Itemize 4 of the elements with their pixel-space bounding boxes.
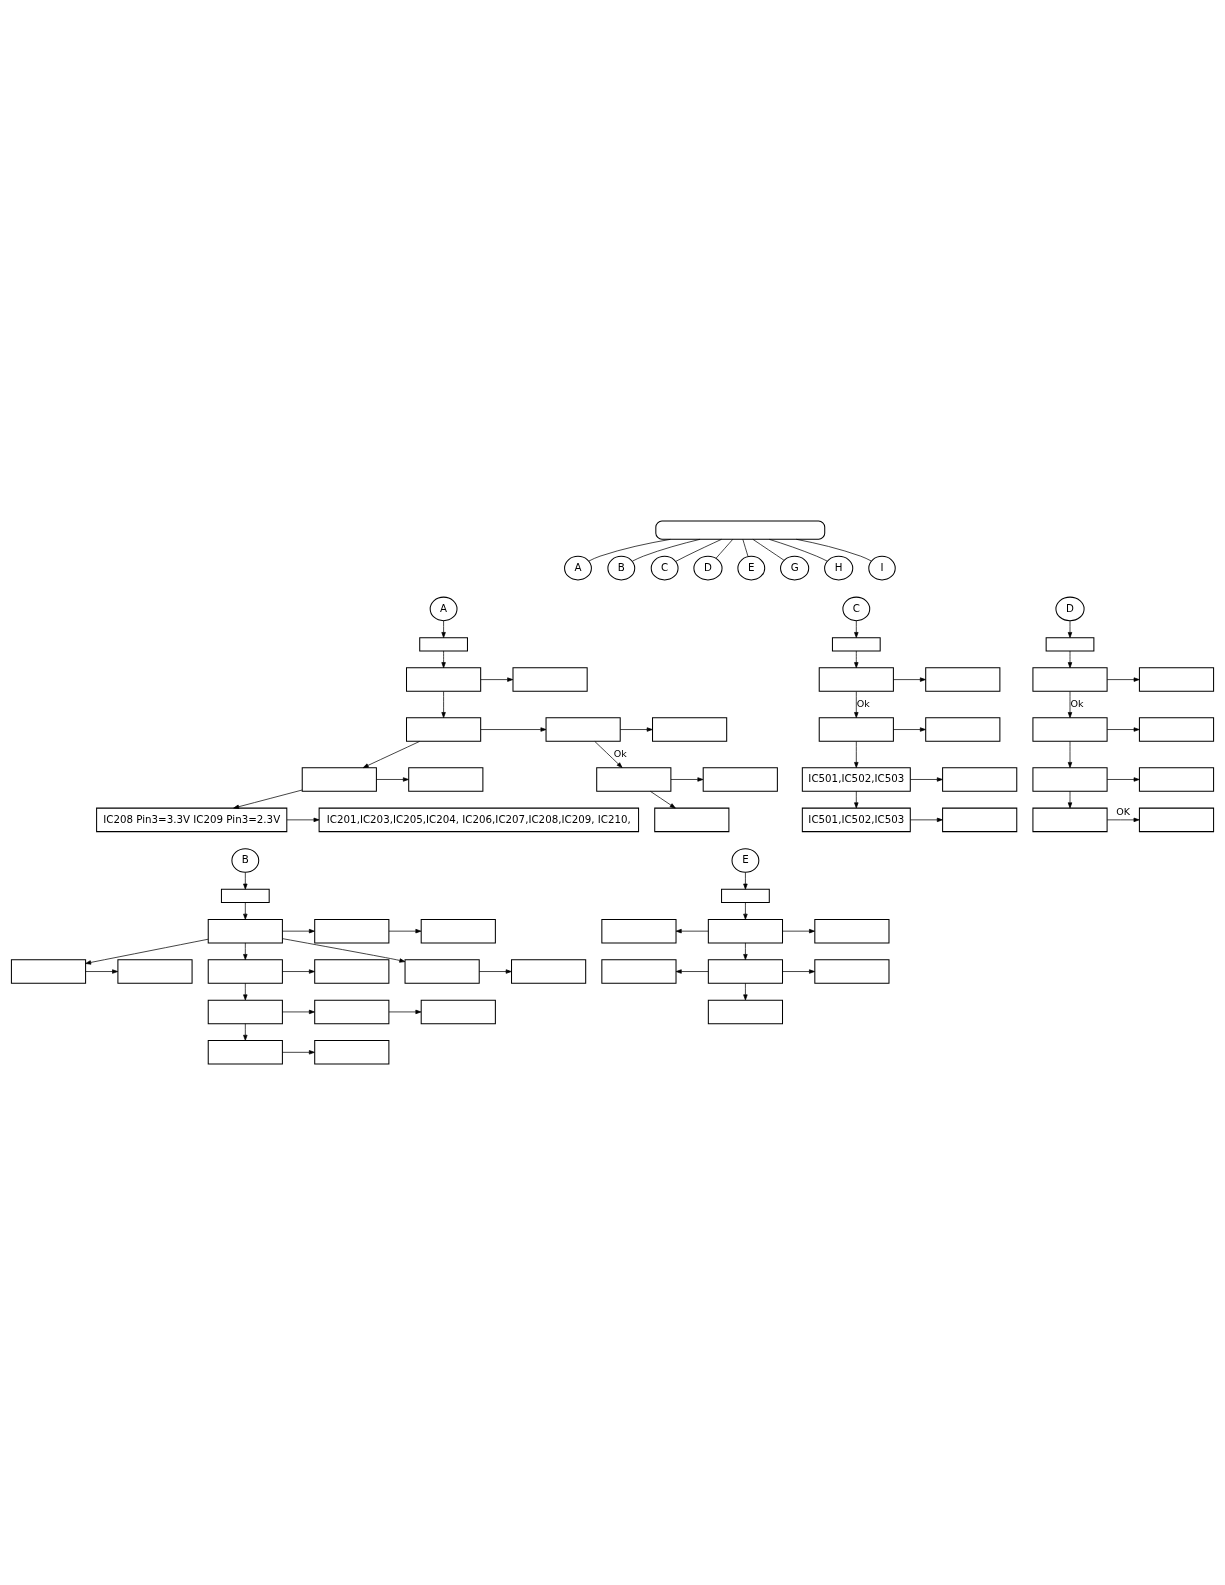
edge-label: Ok — [856, 698, 870, 710]
edge-label: Ok — [613, 748, 627, 759]
edge-label: OK — [1116, 806, 1131, 818]
edge-label: Ok — [1070, 698, 1084, 710]
